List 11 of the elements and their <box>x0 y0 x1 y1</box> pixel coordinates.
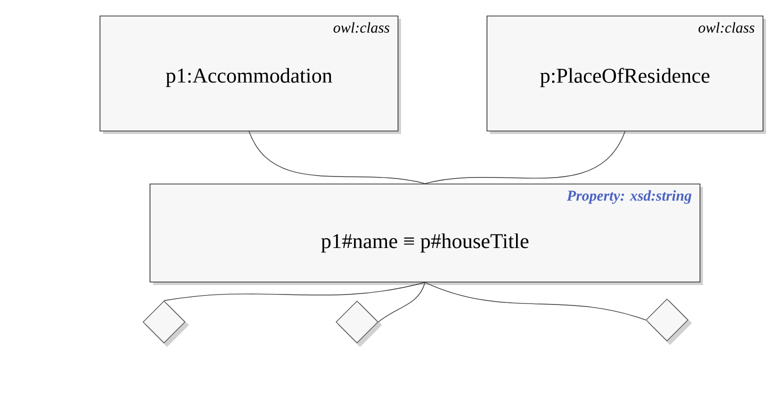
connector <box>248 131 426 184</box>
connector <box>378 282 426 322</box>
diamond-shape <box>646 298 692 345</box>
class-box: owl:class p1:Accommodation <box>100 16 401 134</box>
connector <box>164 282 426 301</box>
connector <box>424 131 626 184</box>
connector <box>424 282 646 320</box>
class-box: owl:class p:PlaceOfResidence <box>486 16 766 134</box>
diamond-shape <box>142 300 189 347</box>
property-box: Property: xsd:string p1#name ≡ p#houseTitle <box>150 184 703 285</box>
diamond-shape <box>336 300 382 347</box>
